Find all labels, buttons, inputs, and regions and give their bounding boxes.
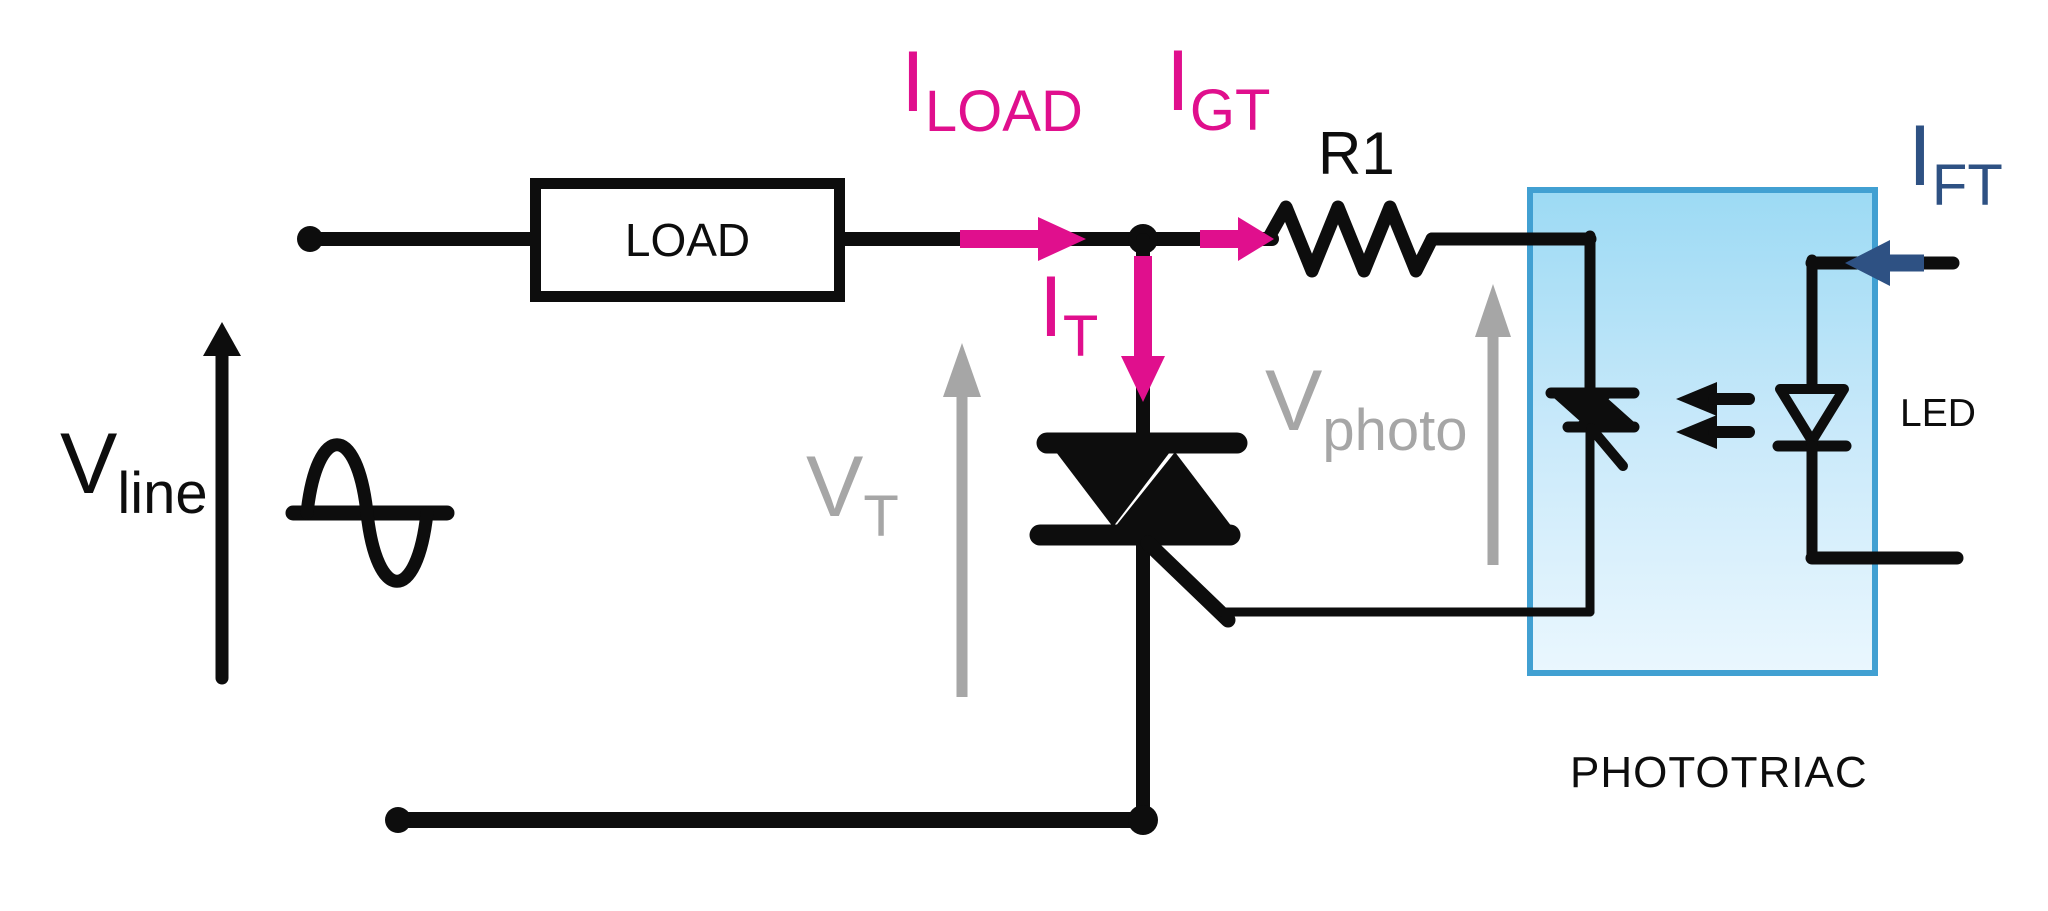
phototriac-label: PHOTOTRIAC (1570, 748, 1868, 797)
it-arrow (1121, 256, 1165, 402)
vt-label: VT (806, 439, 899, 549)
load-box-label: LOAD (624, 214, 751, 266)
igt-arrow (1200, 217, 1274, 261)
igt-label: IGT (1166, 33, 1271, 143)
triac-symbol (1029, 233, 1248, 827)
ift-arrow (1845, 240, 1924, 286)
vt-arrow (943, 343, 981, 697)
load-box: LOAD (530, 178, 845, 302)
optical-coupling-arrows-icon (1676, 382, 1755, 449)
vline-label: Vline (60, 416, 208, 526)
sine-wave-icon (285, 438, 455, 588)
r1-label: R1 (1318, 120, 1395, 187)
vline-arrow (203, 322, 241, 685)
vphoto-label: Vphoto (1265, 353, 1468, 463)
vphoto-arrow (1475, 284, 1511, 565)
resistor-symbol (1261, 200, 1439, 278)
terminal-dot-top-left (297, 226, 323, 252)
iload-arrow (960, 217, 1086, 261)
junction-dot-bottom (1128, 805, 1158, 835)
iload-label: ILOAD (901, 34, 1083, 144)
it-label: IT (1039, 259, 1099, 369)
ift-label: IFT (1908, 108, 2003, 218)
phototriac-symbol (1545, 387, 1640, 471)
terminal-dot-bottom-left (385, 807, 411, 833)
led-label: LED (1900, 392, 1976, 435)
